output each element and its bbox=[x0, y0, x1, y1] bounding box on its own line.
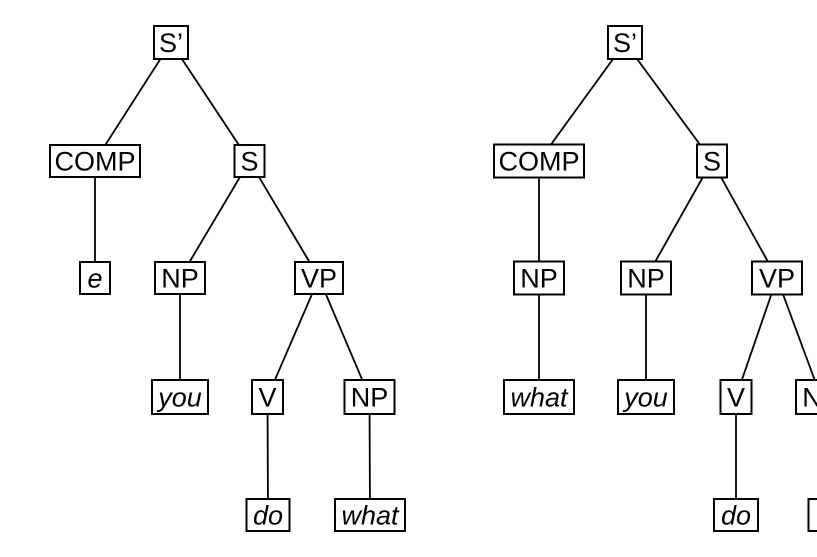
tree-edge-sbar-s bbox=[625, 43, 712, 162]
tree-node-label-np2: NP bbox=[351, 382, 389, 412]
tree-node-label-vp: VP bbox=[301, 263, 337, 293]
tree-node-label-np3: NP bbox=[802, 382, 817, 412]
tree-node-label-comp: COMP bbox=[55, 146, 136, 176]
tree-node-label-np2: NP bbox=[627, 263, 665, 293]
tree-node-label-v: V bbox=[258, 382, 276, 412]
tree-edge-sbar-comp bbox=[539, 43, 625, 162]
tree-node-label-s: S bbox=[240, 146, 258, 176]
tree-node-label-v: V bbox=[727, 382, 745, 412]
tree-edge-s-np1 bbox=[180, 161, 250, 278]
tree-node-label-np1: NP bbox=[520, 263, 558, 293]
tree-node-label-do: do bbox=[253, 500, 283, 530]
tree-node-label-sbar: S’ bbox=[159, 28, 183, 58]
tree-node-label-comp: COMP bbox=[499, 146, 580, 176]
tree-edge-s-np2 bbox=[646, 161, 712, 278]
tree-edge-sbar-comp bbox=[95, 43, 171, 162]
tree-node-label-vp: VP bbox=[759, 263, 795, 293]
tree-node-label-you: you bbox=[622, 382, 668, 412]
tree-node-label-what: what bbox=[510, 382, 569, 412]
tree-edge-sbar-s bbox=[171, 43, 250, 162]
tree-node-label-do: do bbox=[721, 500, 751, 530]
tree-edge-s-vp bbox=[712, 161, 777, 278]
tree-node-label-s: S bbox=[703, 146, 721, 176]
tree-node-label-np1: NP bbox=[161, 263, 199, 293]
tree-node-label-you: you bbox=[156, 382, 202, 412]
tree-node-label-e: e bbox=[87, 263, 102, 293]
tree-edge-s-vp bbox=[250, 161, 320, 278]
right-tree: S’COMPSNPNPVPwhatyouVNPdot bbox=[494, 26, 817, 531]
tree-node-label-sbar: S’ bbox=[613, 28, 637, 58]
tree-node-label-what: what bbox=[341, 500, 400, 530]
tree-node-box-t bbox=[809, 499, 817, 531]
